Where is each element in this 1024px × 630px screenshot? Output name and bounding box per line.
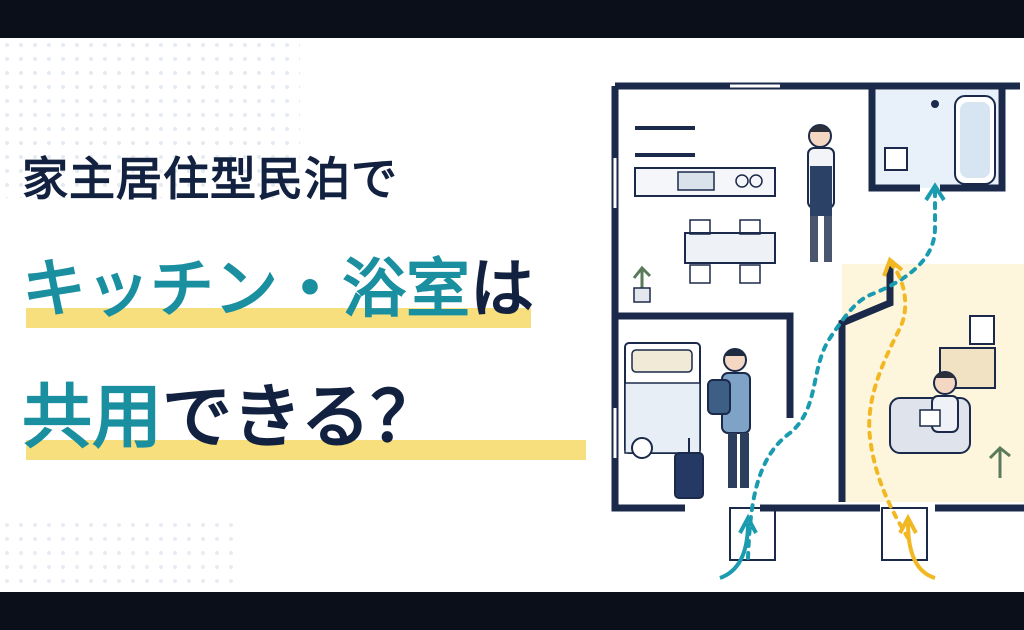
windows <box>613 84 780 458</box>
headline-line-2-highlight: キッチン・浴室 <box>22 253 470 327</box>
guest-with-luggage <box>674 348 751 499</box>
dot-pattern <box>0 38 300 198</box>
headline-line-2-suffix: は <box>470 253 534 327</box>
bedroom <box>624 342 701 459</box>
dot-pattern-bottom <box>0 518 240 592</box>
host-cooking <box>807 124 835 262</box>
floor-plan-illustration <box>611 82 1024 580</box>
highlight-bar-1 <box>26 308 531 328</box>
guest-entry-arrow <box>719 522 750 580</box>
letterbox-top <box>0 0 1024 38</box>
headline-line-3-suffix: できる？ <box>162 376 441 458</box>
walls <box>611 82 1024 512</box>
kitchen <box>632 126 776 303</box>
headline-line-3-highlight: 共用 <box>22 376 162 458</box>
host-route <box>867 261 910 540</box>
host-entry-arrow <box>906 522 936 580</box>
guest-route-arrow <box>924 182 946 202</box>
headline-line-3: 共用できる？ <box>22 361 441 462</box>
headline-line-1: 家主居住型民泊で <box>22 152 398 206</box>
living-room <box>889 315 1011 478</box>
guest-route <box>746 186 937 560</box>
highlight-bar-2 <box>26 440 586 460</box>
letterbox-bottom <box>0 592 1024 630</box>
host-route-arrow <box>882 256 904 277</box>
bathroom-fixtures <box>884 95 996 185</box>
headline-line-2: キッチン・浴室は <box>22 238 534 330</box>
